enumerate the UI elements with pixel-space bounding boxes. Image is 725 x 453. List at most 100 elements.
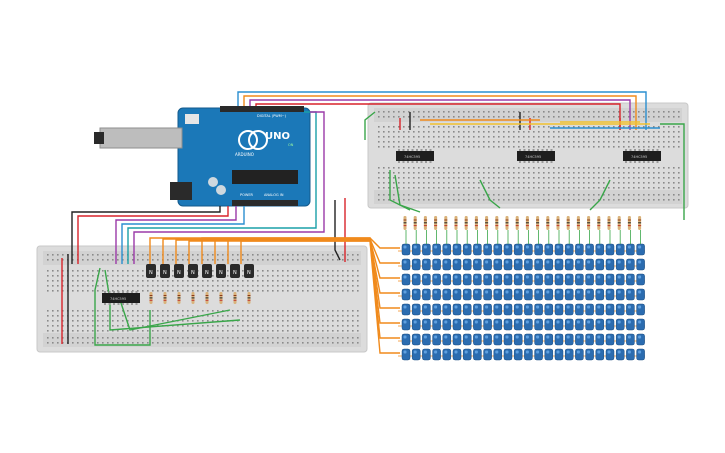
breadboard-hole: [77, 280, 79, 282]
breadboard-hole: [192, 259, 194, 261]
breadboard-hole: [227, 325, 229, 327]
breadboard-hole: [47, 275, 49, 277]
resistor: [576, 216, 580, 230]
breadboard-hole: [558, 136, 560, 138]
breadboard-hole: [458, 177, 460, 179]
breadboard-hole: [623, 187, 625, 189]
breadboard-hole: [623, 136, 625, 138]
reset-button[interactable]: [185, 114, 199, 124]
led-highlight: [566, 305, 570, 309]
led-highlight: [403, 245, 407, 249]
breadboard-hole: [598, 116, 600, 118]
breadboard-hole: [87, 325, 89, 327]
breadboard-hole: [663, 131, 665, 133]
breadboard-hole: [112, 270, 114, 272]
breadboard-hole: [593, 136, 595, 138]
breadboard-hole: [678, 199, 680, 201]
breadboard-hole: [388, 126, 390, 128]
breadboard-hole: [533, 136, 535, 138]
resistor-band: [536, 222, 540, 224]
resistor-band: [219, 299, 223, 301]
breadboard-hole: [378, 136, 380, 138]
breadboard-hole: [122, 254, 124, 256]
breadboard-hole: [237, 254, 239, 256]
chip-pin: [420, 161, 423, 163]
breadboard-hole: [538, 126, 540, 128]
led-highlight: [474, 245, 478, 249]
arduino-uno-board[interactable]: UNO ARDUINO DIGITAL (PWM~) ANALOG IN POW…: [94, 106, 311, 207]
breadboard-hole: [588, 182, 590, 184]
breadboard-hole: [172, 259, 174, 261]
breadboard-hole: [468, 111, 470, 113]
breadboard-hole: [418, 172, 420, 174]
breadboard-hole: [383, 116, 385, 118]
breadboard-hole: [423, 182, 425, 184]
breadboard-hole: [72, 320, 74, 322]
breadboard-hole: [413, 126, 415, 128]
led-highlight: [454, 335, 458, 339]
breadboard-hole: [543, 172, 545, 174]
breadboard-hole: [528, 131, 530, 133]
breadboard-hole: [57, 342, 59, 344]
breadboard-hole: [202, 337, 204, 339]
breadboard-hole: [357, 290, 359, 292]
breadboard-hole: [172, 275, 174, 277]
transistor-body: [160, 264, 170, 278]
chip-pin: [625, 149, 627, 151]
breadboard-hole: [448, 172, 450, 174]
breadboard-hole: [97, 320, 99, 322]
breadboard-hole: [47, 325, 49, 327]
breadboard-hole: [673, 131, 675, 133]
breadboard-hole: [473, 131, 475, 133]
breadboard-hole: [653, 146, 655, 148]
breadboard-hole: [593, 167, 595, 169]
breadboard-hole: [242, 270, 244, 272]
breadboard-hole: [97, 270, 99, 272]
breadboard-hole: [443, 187, 445, 189]
led-highlight: [607, 350, 611, 354]
breadboard-hole: [212, 325, 214, 327]
breadboard-hole: [247, 290, 249, 292]
breadboard-hole: [508, 146, 510, 148]
breadboard-hole: [202, 290, 204, 292]
breadboard-hole: [212, 280, 214, 282]
chip-pin: [126, 303, 129, 305]
breadboard-hole: [403, 167, 405, 169]
resistor-band: [525, 225, 529, 227]
breadboard-hole: [578, 146, 580, 148]
breadboard-hole: [553, 136, 555, 138]
breadboard-hole: [523, 111, 525, 113]
breadboard-hole: [332, 259, 334, 261]
breadboard-hole: [52, 320, 54, 322]
breadboard-hole: [222, 285, 224, 287]
breadboard-hole: [388, 136, 390, 138]
breadboard-hole: [207, 290, 209, 292]
resistor-band: [627, 219, 631, 221]
wire: [214, 238, 400, 324]
chip-pin: [407, 149, 409, 151]
breadboard-top[interactable]: [367, 102, 689, 209]
breadboard-hole: [232, 290, 234, 292]
breadboard-hole: [92, 290, 94, 292]
breadboard-hole: [553, 167, 555, 169]
breadboard-hole: [287, 325, 289, 327]
led-highlight: [556, 260, 560, 264]
breadboard-hole: [47, 290, 49, 292]
breadboard-hole: [57, 285, 59, 287]
breadboard-hole: [663, 199, 665, 201]
resistor: [403, 216, 407, 230]
breadboard-hole: [177, 259, 179, 261]
breadboard-hole: [87, 285, 89, 287]
breadboard-hole: [573, 172, 575, 174]
breadboard-hole: [493, 126, 495, 128]
breadboard-left[interactable]: [36, 245, 368, 353]
breadboard-hole: [222, 254, 224, 256]
breadboard-hole: [433, 116, 435, 118]
breadboard-hole: [403, 177, 405, 179]
breadboard-hole: [543, 126, 545, 128]
led-highlight: [403, 335, 407, 339]
breadboard-hole: [538, 172, 540, 174]
led-highlight: [576, 260, 580, 264]
breadboard-hole: [488, 146, 490, 148]
